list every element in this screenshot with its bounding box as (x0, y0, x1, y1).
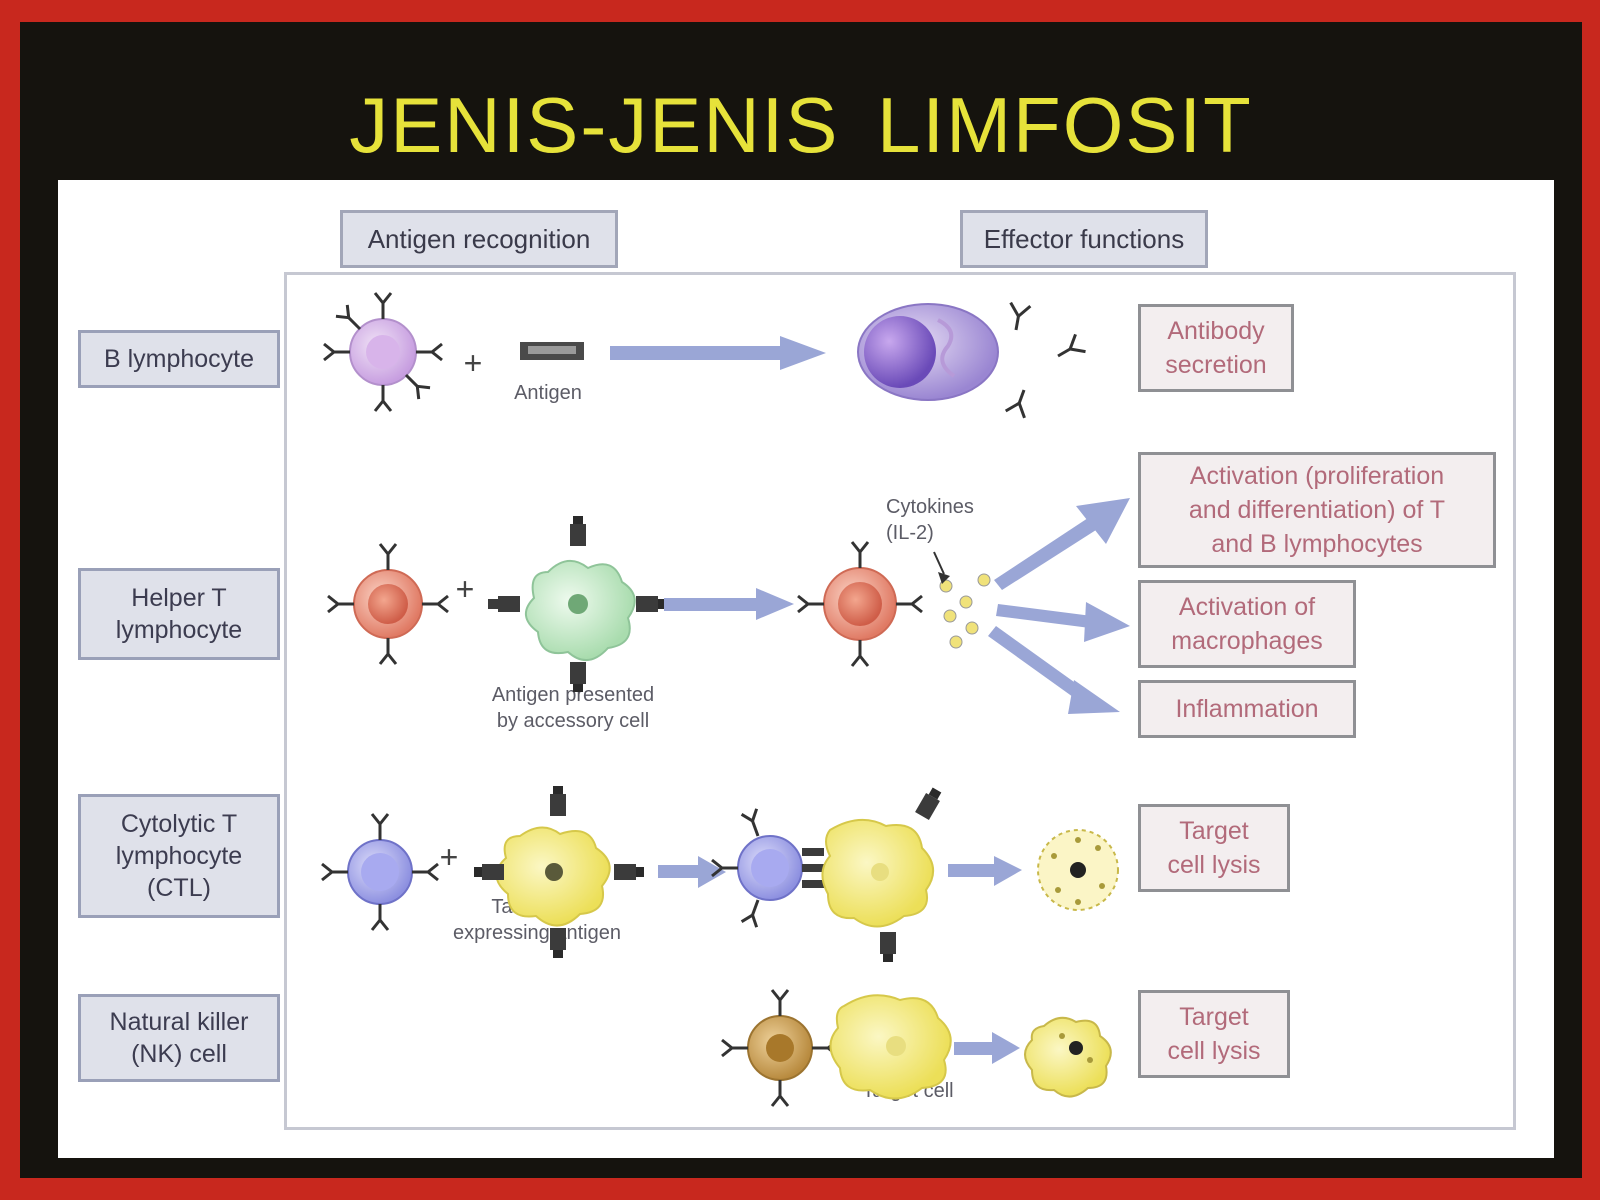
ctl-target-cell (474, 786, 644, 958)
effector-functions-header: Effector functions (960, 210, 1208, 268)
arrow-to-macrophage-activation (996, 602, 1130, 642)
slide: JENIS-JENIS LIMFOSIT Antigen recognition… (20, 22, 1582, 1178)
effect-lymphocyte-activation: Activation (proliferation and differenti… (1138, 452, 1496, 568)
antigen-recognition-header: Antigen recognition (340, 210, 618, 268)
arrow-nk-lysis (954, 1032, 1020, 1064)
plasma-cell (857, 303, 999, 401)
effect-nk-target-cell-lysis: Target cell lysis (1138, 990, 1290, 1078)
cell-illustrations (320, 291, 1130, 1108)
row-label-nk-cell: Natural killer (NK) cell (78, 994, 280, 1082)
plus-sign-ctl: + (439, 839, 459, 875)
effect-ctl-target-cell-lysis: Target cell lysis (1138, 804, 1290, 892)
arrow-ctl-binding (658, 856, 726, 888)
arrow-to-inflammation (988, 626, 1120, 714)
ctl-bound-to-target (710, 786, 944, 962)
accessory-cell (488, 516, 666, 692)
slide-title: JENIS-JENIS LIMFOSIT (349, 81, 1253, 169)
diagram-panel: Antigen recognition Effector functions B… (58, 180, 1554, 1158)
ctl-cell (320, 812, 440, 932)
row-label-b-lymphocyte: B lymphocyte (78, 330, 280, 388)
effect-inflammation: Inflammation (1138, 680, 1356, 738)
secreted-antibodies (1004, 301, 1088, 420)
helper-t-cell (326, 542, 450, 666)
plus-sign-b: + (463, 345, 483, 381)
arrow-helper-activation (664, 588, 794, 620)
arrow-b-to-plasma-cell (610, 336, 826, 370)
arrow-to-lymphocyte-activation (994, 498, 1130, 590)
cytokine-particles (933, 551, 991, 649)
cytokines-caption: Cytokines (IL-2) (886, 496, 974, 544)
activated-helper-t-cell (796, 540, 924, 668)
accessory-cell-caption: Antigen presented by accessory cell (491, 684, 655, 732)
arrow-ctl-lysis (948, 856, 1022, 886)
nk-target-cell (829, 994, 952, 1100)
ctl-lysed-target-cell (1037, 829, 1119, 911)
nk-lysed-target-cell (1024, 1016, 1112, 1098)
antigen-caption: Antigen (514, 382, 582, 404)
effect-antibody-secretion: Antibody secretion (1138, 304, 1294, 392)
row-label-ctl: Cytolytic T lymphocyte (CTL) (78, 794, 280, 918)
row-label-helper-t: Helper T lymphocyte (78, 568, 280, 660)
nk-cell (720, 988, 840, 1108)
b-lymphocyte-cell (322, 291, 444, 413)
plus-sign-helper: + (455, 571, 475, 607)
effect-macrophage-activation: Activation of macrophages (1138, 580, 1356, 668)
antigen-icon (520, 342, 584, 360)
